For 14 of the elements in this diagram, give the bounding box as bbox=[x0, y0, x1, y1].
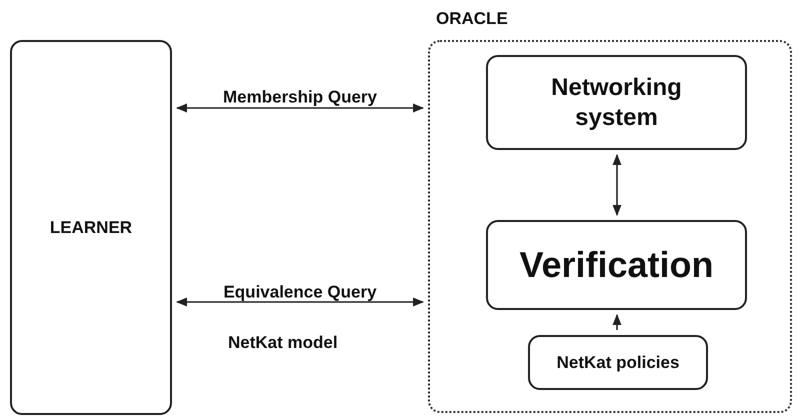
process-box bbox=[486, 55, 747, 150]
note-text: NetKat model bbox=[228, 332, 338, 354]
box-label: NetKat policies bbox=[556, 352, 680, 374]
process-box bbox=[528, 335, 708, 390]
box-label: LEARNER bbox=[50, 216, 132, 239]
process-box bbox=[486, 220, 747, 310]
arrow bbox=[612, 154, 622, 216]
arrow bbox=[176, 104, 424, 112]
box-label: Verification bbox=[519, 243, 714, 287]
arrow bbox=[176, 298, 424, 306]
arrow bbox=[612, 314, 622, 330]
container-title: ORACLE bbox=[436, 8, 508, 30]
box-label: Networking system bbox=[550, 72, 683, 132]
process-box bbox=[10, 40, 172, 415]
